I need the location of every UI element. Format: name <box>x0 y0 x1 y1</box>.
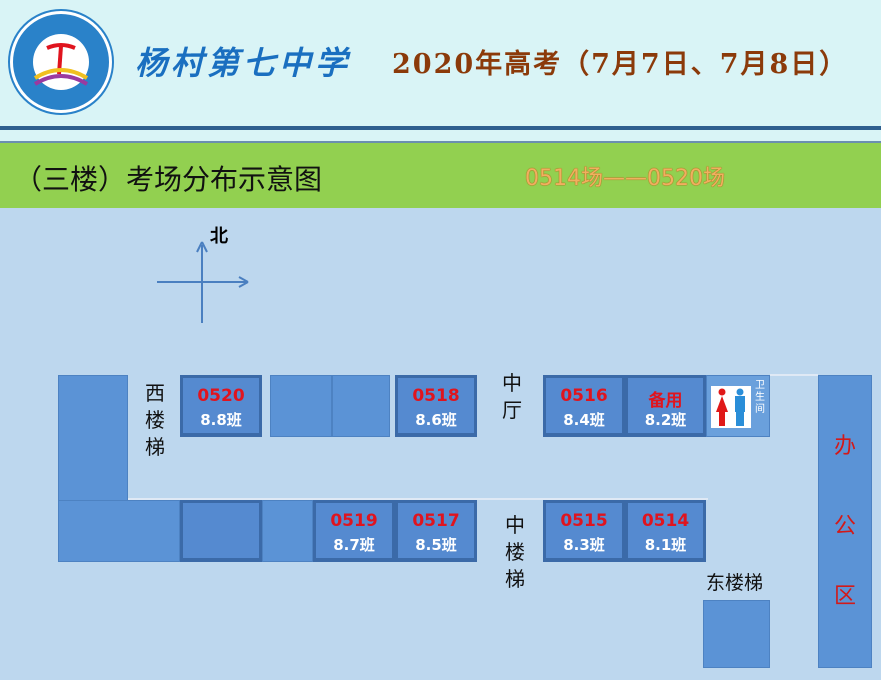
title-band <box>0 143 881 208</box>
north-label: 北 <box>210 226 228 247</box>
room-plain <box>332 375 390 437</box>
text-label: 厅 <box>502 398 522 422</box>
text-label: 8.7班 <box>333 536 375 554</box>
divider <box>0 141 881 143</box>
restroom-label: 卫生间 <box>755 380 767 416</box>
exam-room-0519: 0519 8.7班 <box>313 500 395 562</box>
compass-arrow-icon <box>157 241 249 323</box>
corridor-line <box>770 374 818 376</box>
west-block <box>58 375 128 501</box>
text-label: 8.1班 <box>644 536 687 554</box>
room-range: 0514场——0520场 <box>525 166 725 191</box>
middle-hall-label: 中厅 <box>500 370 524 424</box>
text-label: 8.8班 <box>200 411 242 429</box>
corridor-line <box>128 498 708 500</box>
text-label: 办 <box>833 434 856 459</box>
exam-room-0520: 0520 8.8班 <box>180 375 262 437</box>
restroom-icon <box>711 386 751 428</box>
room-plain <box>58 500 180 562</box>
text-label: 8.4班 <box>563 411 605 429</box>
floor-title: （三楼）考场分布示意图 <box>14 163 323 196</box>
text-label: 8.6班 <box>415 411 457 429</box>
text-label: 0516 <box>560 386 608 406</box>
text-label: 0520 <box>197 386 245 406</box>
text-label: 中 <box>502 371 522 395</box>
text-label: 楼 <box>145 408 165 432</box>
text-label: 西 <box>145 381 165 405</box>
text-label: 8.2班 <box>644 411 687 429</box>
west-stairs-label: 西楼梯 <box>143 380 167 461</box>
exam-room-0514: 0514 8.1班 <box>625 500 706 562</box>
text-label: 卫 <box>755 380 765 391</box>
room-plain <box>180 500 262 562</box>
office-block: 办 公 区 <box>818 375 872 668</box>
east-stairs-block <box>703 600 770 668</box>
text-label: 梯 <box>145 435 165 459</box>
exam-room-0515: 0515 8.3班 <box>543 500 625 562</box>
text-label: 间 <box>755 404 765 415</box>
text-label: 生 <box>755 392 765 403</box>
east-stairs-label: 东楼梯 <box>706 572 764 594</box>
room-plain <box>262 500 313 562</box>
text-label: 0515 <box>560 511 608 531</box>
text-label: 0514 <box>641 511 690 531</box>
restroom: 卫生间 <box>706 375 770 437</box>
text-label: 中 <box>505 513 525 537</box>
text-label: 0518 <box>412 386 460 406</box>
room-plain <box>270 375 332 437</box>
text-label: 公 <box>833 514 856 539</box>
logo-emblem <box>33 34 89 90</box>
school-name: 杨村第七中学 <box>135 44 352 82</box>
divider <box>0 126 881 130</box>
header <box>0 0 881 126</box>
text-label: 0519 <box>330 511 378 531</box>
divider-strip <box>0 130 881 141</box>
middle-stairs-label: 中楼梯 <box>503 512 527 593</box>
exam-room-0518: 0518 8.6班 <box>395 375 477 437</box>
exam-title: 2020年高考（7月7日、7月8日） <box>392 49 849 80</box>
exam-room-0517: 0517 8.5班 <box>395 500 477 562</box>
text-label: 0517 <box>412 511 460 531</box>
school-logo <box>10 11 112 113</box>
text-label: 楼 <box>505 540 525 564</box>
text-label: 梯 <box>505 567 525 591</box>
text-label: 8.3班 <box>563 536 605 554</box>
text-label: 区 <box>833 584 856 609</box>
exam-room-0516: 0516 8.4班 <box>543 375 625 437</box>
text-label: 8.5班 <box>415 536 457 554</box>
text-label: 备用 <box>648 391 683 411</box>
